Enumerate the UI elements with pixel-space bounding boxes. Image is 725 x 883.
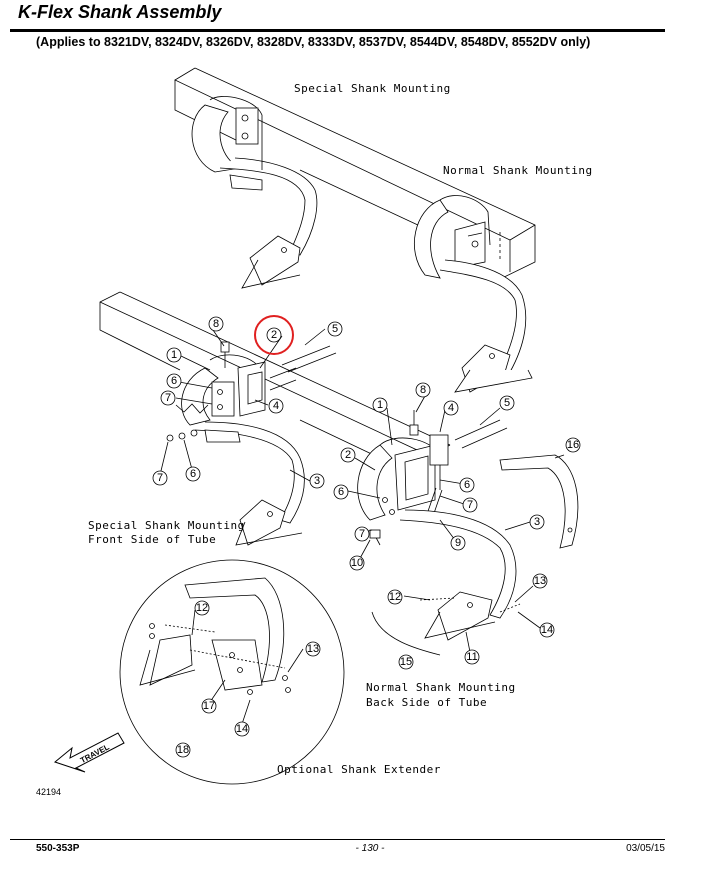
callout-18: 18 — [177, 744, 189, 756]
callout-8: 8 — [213, 318, 219, 330]
caption-special-front-line2: Front Side of Tube — [88, 533, 216, 546]
callout-5: 5 — [332, 323, 338, 335]
callout-7: 7 — [467, 499, 473, 511]
callout-16: 16 — [567, 439, 579, 451]
page-subtitle: (Applies to 8321DV, 8324DV, 8326DV, 8328… — [36, 35, 591, 49]
callout-13: 13 — [534, 575, 546, 587]
page-title: K-Flex Shank Assembly — [18, 2, 222, 22]
document-number: 550-353P — [36, 843, 80, 854]
callout-14: 14 — [236, 723, 248, 735]
callout-7: 7 — [157, 472, 163, 484]
callout-10: 10 — [351, 557, 363, 569]
caption-special-shank-top: Special Shank Mounting — [294, 82, 451, 95]
page-number: - 130 - — [355, 843, 385, 854]
title-divider — [10, 29, 665, 32]
callout-13: 13 — [307, 643, 319, 655]
callout-9: 9 — [455, 537, 461, 549]
caption-special-front-line1: Special Shank Mounting — [88, 519, 245, 532]
callout-12: 12 — [389, 591, 401, 603]
revision-date: 03/05/15 — [626, 843, 665, 854]
callout-4: 4 — [273, 400, 279, 412]
figure-id: 42194 — [36, 787, 62, 797]
callout-4: 4 — [448, 402, 454, 414]
callout-12: 12 — [196, 602, 208, 614]
callout-2: 2 — [271, 329, 277, 341]
callout-2: 2 — [345, 449, 351, 461]
callout-15: 15 — [400, 656, 412, 668]
caption-optional-extender: Optional Shank Extender — [277, 763, 441, 776]
callout-6: 6 — [190, 468, 196, 480]
callout-6: 6 — [464, 479, 470, 491]
callout-1: 1 — [171, 349, 177, 361]
callout-17: 17 — [203, 700, 215, 712]
callout-1: 1 — [377, 399, 383, 411]
caption-normal-back-line1: Normal Shank Mounting — [366, 681, 516, 694]
callout-6: 6 — [338, 486, 344, 498]
callout-11: 11 — [466, 651, 477, 663]
caption-normal-shank-top: Normal Shank Mounting — [443, 164, 593, 177]
highlight-circle — [254, 315, 294, 355]
callout-3: 3 — [534, 516, 540, 528]
callout-8: 8 — [420, 384, 426, 396]
caption-normal-back-line2: Back Side of Tube — [366, 696, 487, 709]
callout-7: 7 — [165, 392, 171, 404]
callout-14: 14 — [541, 624, 553, 636]
callout-6: 6 — [171, 375, 177, 387]
callout-3: 3 — [314, 475, 320, 487]
callout-7: 7 — [359, 528, 365, 540]
callout-5: 5 — [504, 397, 510, 409]
footer-divider — [10, 839, 665, 840]
